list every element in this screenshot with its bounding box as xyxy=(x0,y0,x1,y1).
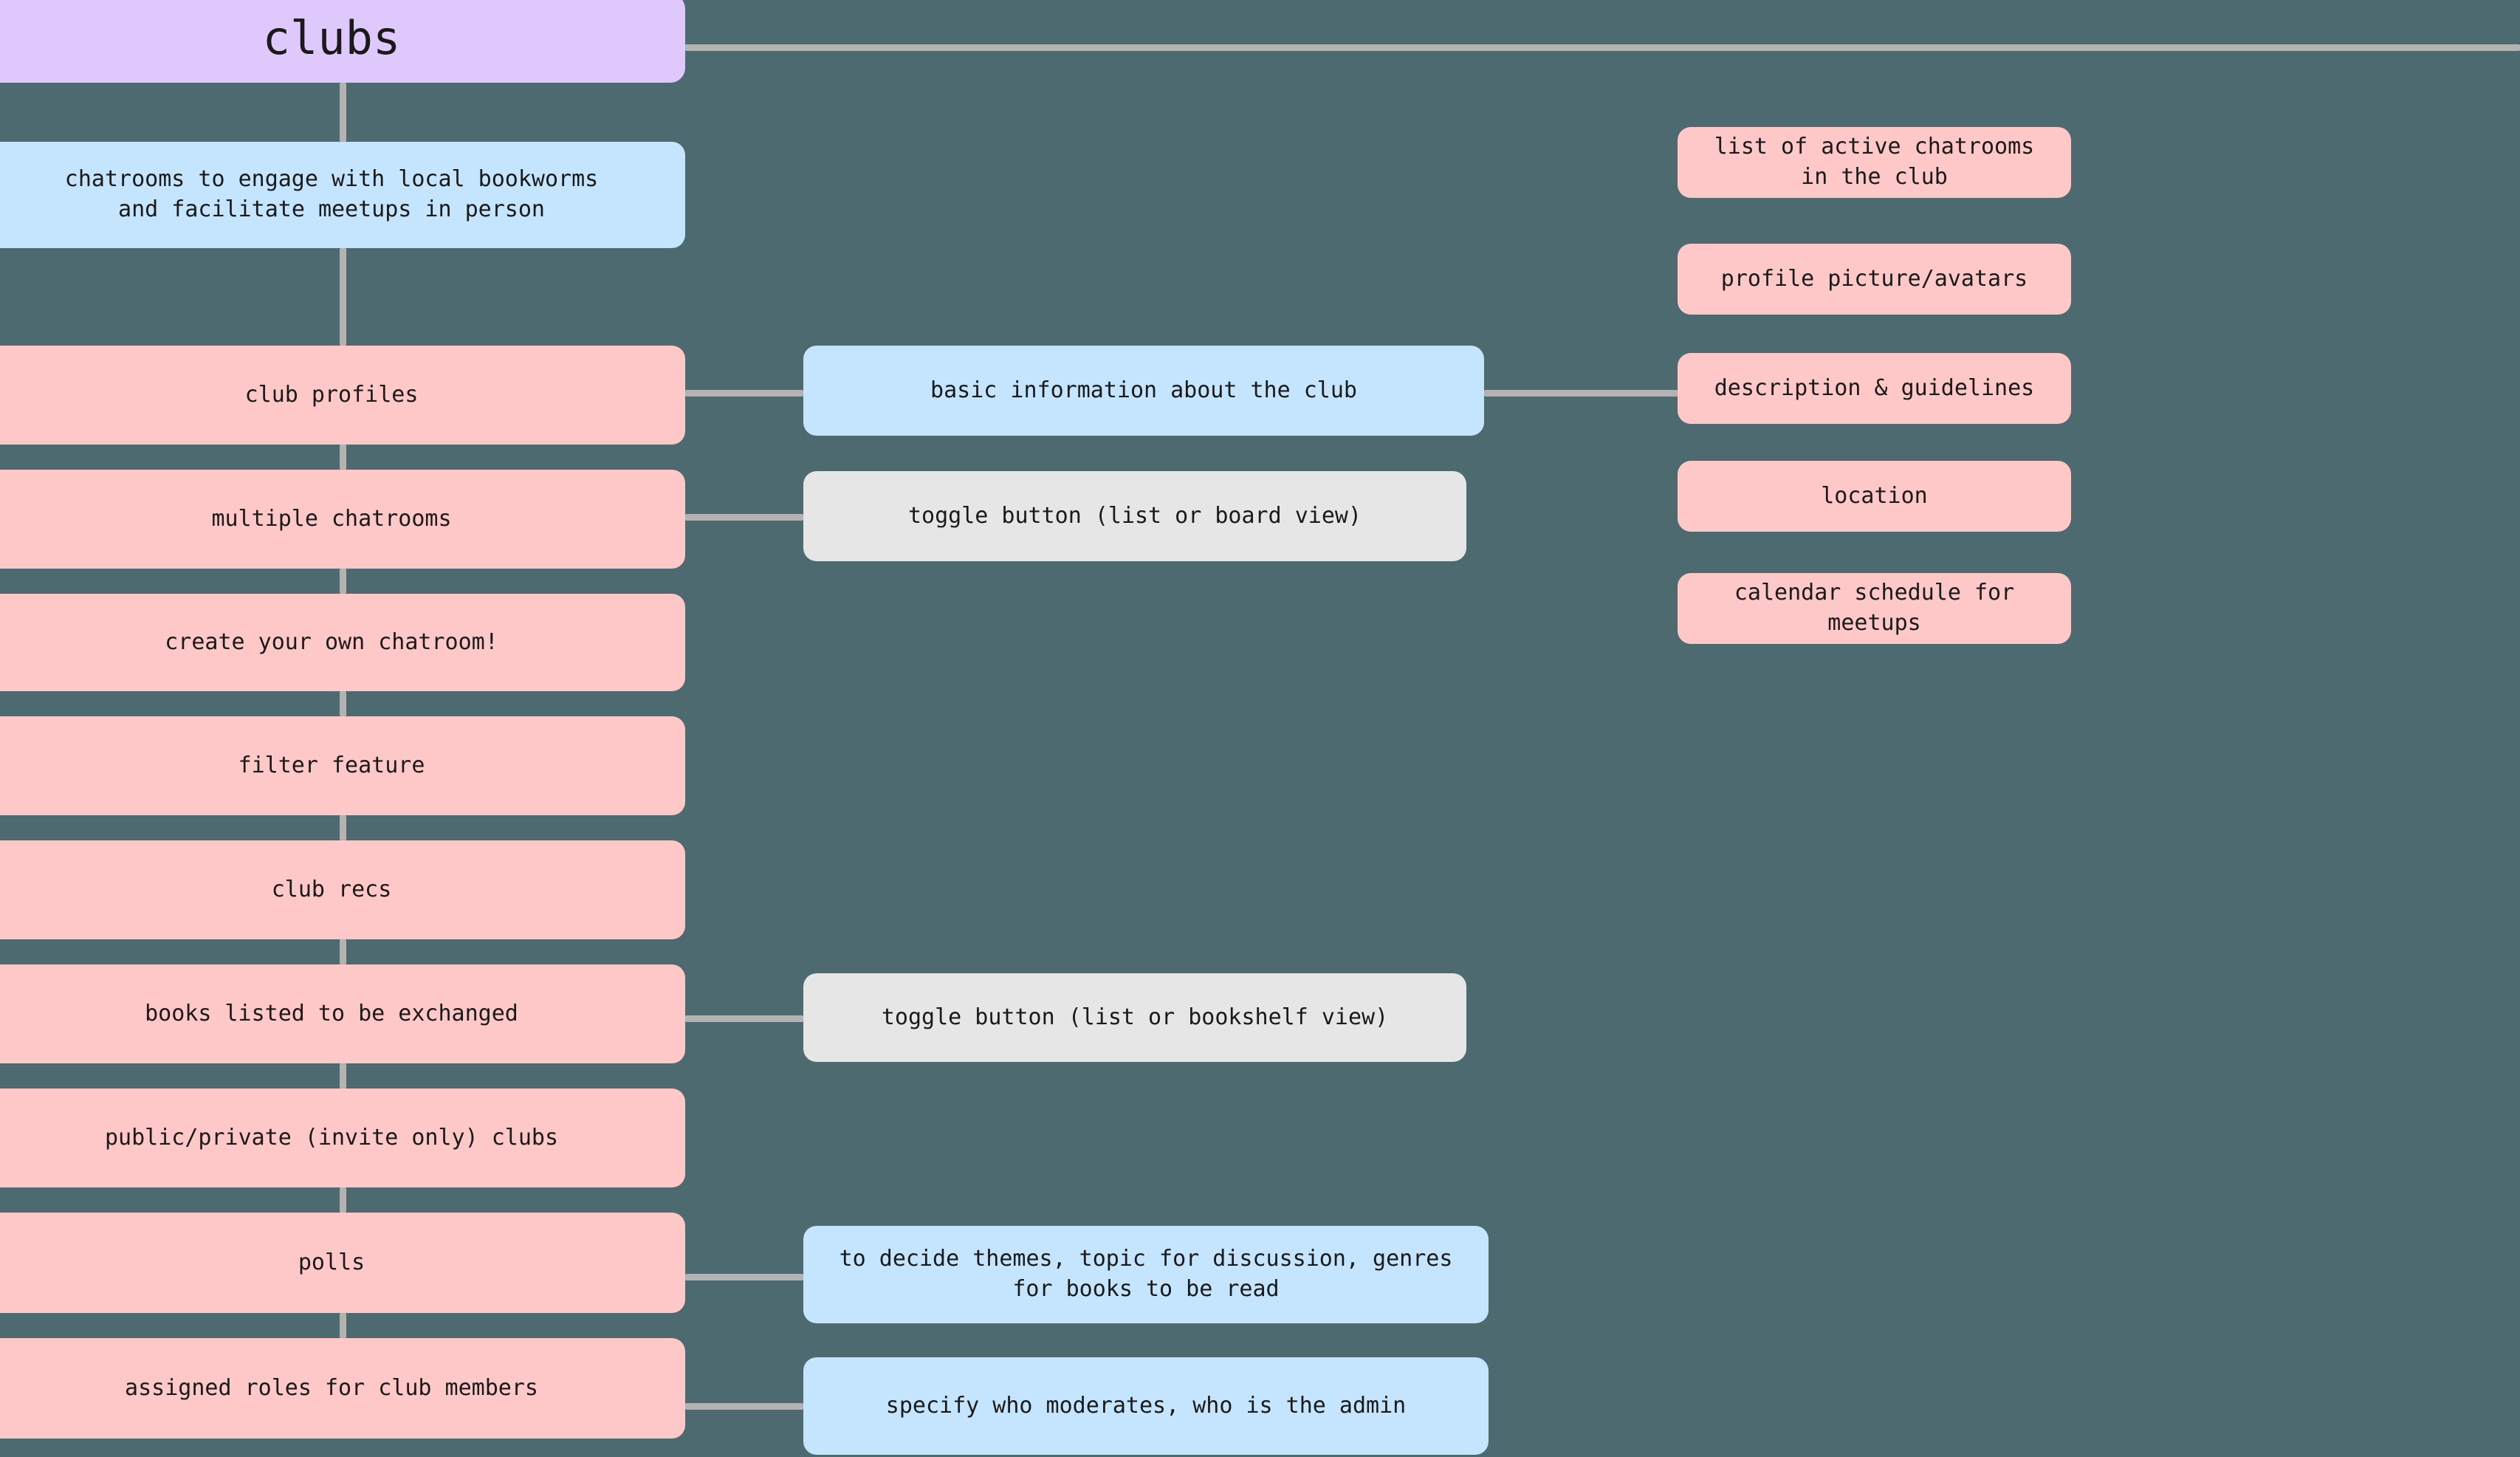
detail-node-roles[interactable]: specify who moderates, who is the admin xyxy=(803,1357,1489,1455)
connector-topic-4-5 xyxy=(340,815,346,840)
detail-label-basic-info: basic information about the club xyxy=(930,377,1357,403)
attribute-label-active-chatrooms: list of active chatrooms in the club xyxy=(1714,134,2035,190)
attribute-label-location: location xyxy=(1821,482,1928,509)
description-node[interactable]: chatrooms to engage with local bookworms… xyxy=(0,142,685,248)
connector-description-topic xyxy=(340,248,346,346)
connector-topic-2-3 xyxy=(340,569,346,594)
connector-topic-1-2 xyxy=(340,445,346,470)
detail-node-toggle-board[interactable]: toggle button (list or board view) xyxy=(803,471,1466,561)
topic-node-public-private[interactable]: public/private (invite only) clubs xyxy=(0,1089,685,1187)
connector-topic-3-4 xyxy=(340,691,346,716)
topic-label-club-recs: club recs xyxy=(271,876,392,902)
connector-books-toggle-bookshelf xyxy=(685,1015,803,1022)
connector-root-right xyxy=(685,44,2520,51)
topic-label-club-profiles: club profiles xyxy=(244,381,419,408)
root-node-clubs[interactable]: clubs xyxy=(0,0,685,83)
detail-node-polls[interactable]: to decide themes, topic for discussion, … xyxy=(803,1226,1489,1323)
detail-node-toggle-bookshelf[interactable]: toggle button (list or bookshelf view) xyxy=(803,973,1466,1062)
connector-roles-detail xyxy=(685,1403,803,1410)
detail-label-roles: specify who moderates, who is the admin xyxy=(885,1392,1407,1419)
description-node-label: chatrooms to engage with local bookworms… xyxy=(64,166,599,222)
connector-club-profiles-basic-info xyxy=(685,390,803,397)
topic-node-polls[interactable]: polls xyxy=(0,1213,685,1313)
topic-node-books-exchanged[interactable]: books listed to be exchanged xyxy=(0,964,685,1063)
detail-node-basic-info[interactable]: basic information about the club xyxy=(803,346,1484,436)
connector-topic-8-9 xyxy=(340,1313,346,1338)
connector-chatrooms-toggle-board xyxy=(685,514,803,521)
topic-label-books-exchanged: books listed to be exchanged xyxy=(145,1000,518,1026)
attribute-node-active-chatrooms[interactable]: list of active chatrooms in the club xyxy=(1678,127,2071,198)
connector-topic-7-8 xyxy=(340,1187,346,1213)
topic-label-assigned-roles: assigned roles for club members xyxy=(125,1374,538,1401)
detail-label-polls: to decide themes, topic for discussion, … xyxy=(839,1246,1453,1302)
attribute-label-description-guidelines: description & guidelines xyxy=(1714,374,2035,401)
connector-polls-detail xyxy=(685,1274,803,1281)
connector-topic-5-6 xyxy=(340,939,346,964)
topic-node-filter-feature[interactable]: filter feature xyxy=(0,716,685,815)
topic-node-assigned-roles[interactable]: assigned roles for club members xyxy=(0,1338,685,1439)
connector-root-description xyxy=(340,83,346,142)
attribute-node-description-guidelines[interactable]: description & guidelines xyxy=(1678,353,2071,424)
attribute-label-profile-pictures: profile picture/avatars xyxy=(1720,265,2028,292)
topic-label-create-chatroom: create your own chatroom! xyxy=(165,628,498,655)
connector-topic-6-7 xyxy=(340,1063,346,1089)
attribute-label-calendar-schedule: calendar schedule for meetups xyxy=(1734,580,2015,636)
topic-label-multiple-chatrooms: multiple chatrooms xyxy=(211,505,452,532)
topic-node-club-recs[interactable]: club recs xyxy=(0,840,685,939)
root-node-label: clubs xyxy=(262,10,401,65)
topic-node-club-profiles[interactable]: club profiles xyxy=(0,346,685,445)
topic-label-public-private: public/private (invite only) clubs xyxy=(104,1124,559,1151)
attribute-node-calendar-schedule[interactable]: calendar schedule for meetups xyxy=(1678,573,2071,644)
topic-label-filter-feature: filter feature xyxy=(238,752,425,778)
topic-label-polls: polls xyxy=(298,1249,365,1275)
connector-basic-info-attributes xyxy=(1484,390,1678,397)
topic-node-create-chatroom[interactable]: create your own chatroom! xyxy=(0,594,685,691)
detail-label-toggle-board: toggle button (list or board view) xyxy=(907,502,1362,529)
attribute-node-profile-pictures[interactable]: profile picture/avatars xyxy=(1678,244,2071,315)
topic-node-multiple-chatrooms[interactable]: multiple chatrooms xyxy=(0,470,685,569)
detail-label-toggle-bookshelf: toggle button (list or bookshelf view) xyxy=(881,1004,1389,1030)
attribute-node-location[interactable]: location xyxy=(1678,461,2071,532)
